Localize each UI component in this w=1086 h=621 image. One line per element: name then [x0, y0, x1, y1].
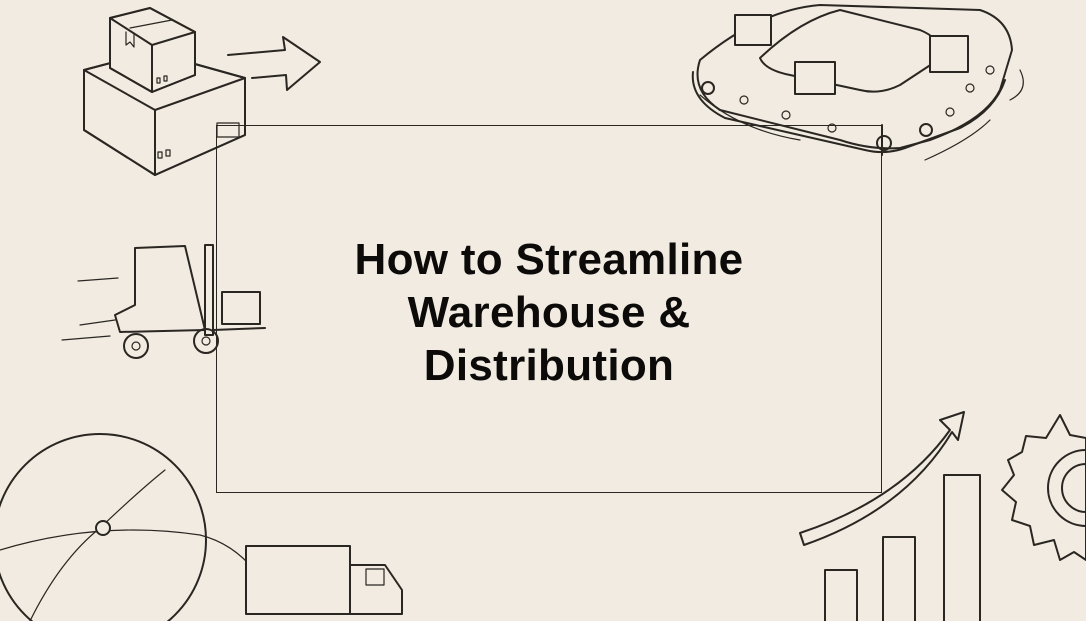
conveyor-belt-icon — [691, 4, 1024, 161]
title-line-1: How to Streamline — [354, 235, 744, 284]
delivery-truck-icon — [245, 545, 403, 615]
stacked-boxes-icon — [83, 7, 246, 176]
arrow-right-icon — [227, 36, 321, 91]
title-line-2: Warehouse & — [407, 288, 691, 337]
gear-icon — [1001, 414, 1086, 561]
title-line-3: Distribution — [423, 341, 675, 390]
slide-title: How to Streamline Warehouse & Distributi… — [216, 233, 882, 392]
growth-bar-chart-icon — [799, 411, 981, 621]
forklift-icon — [61, 244, 266, 359]
title-frame — [216, 125, 882, 493]
